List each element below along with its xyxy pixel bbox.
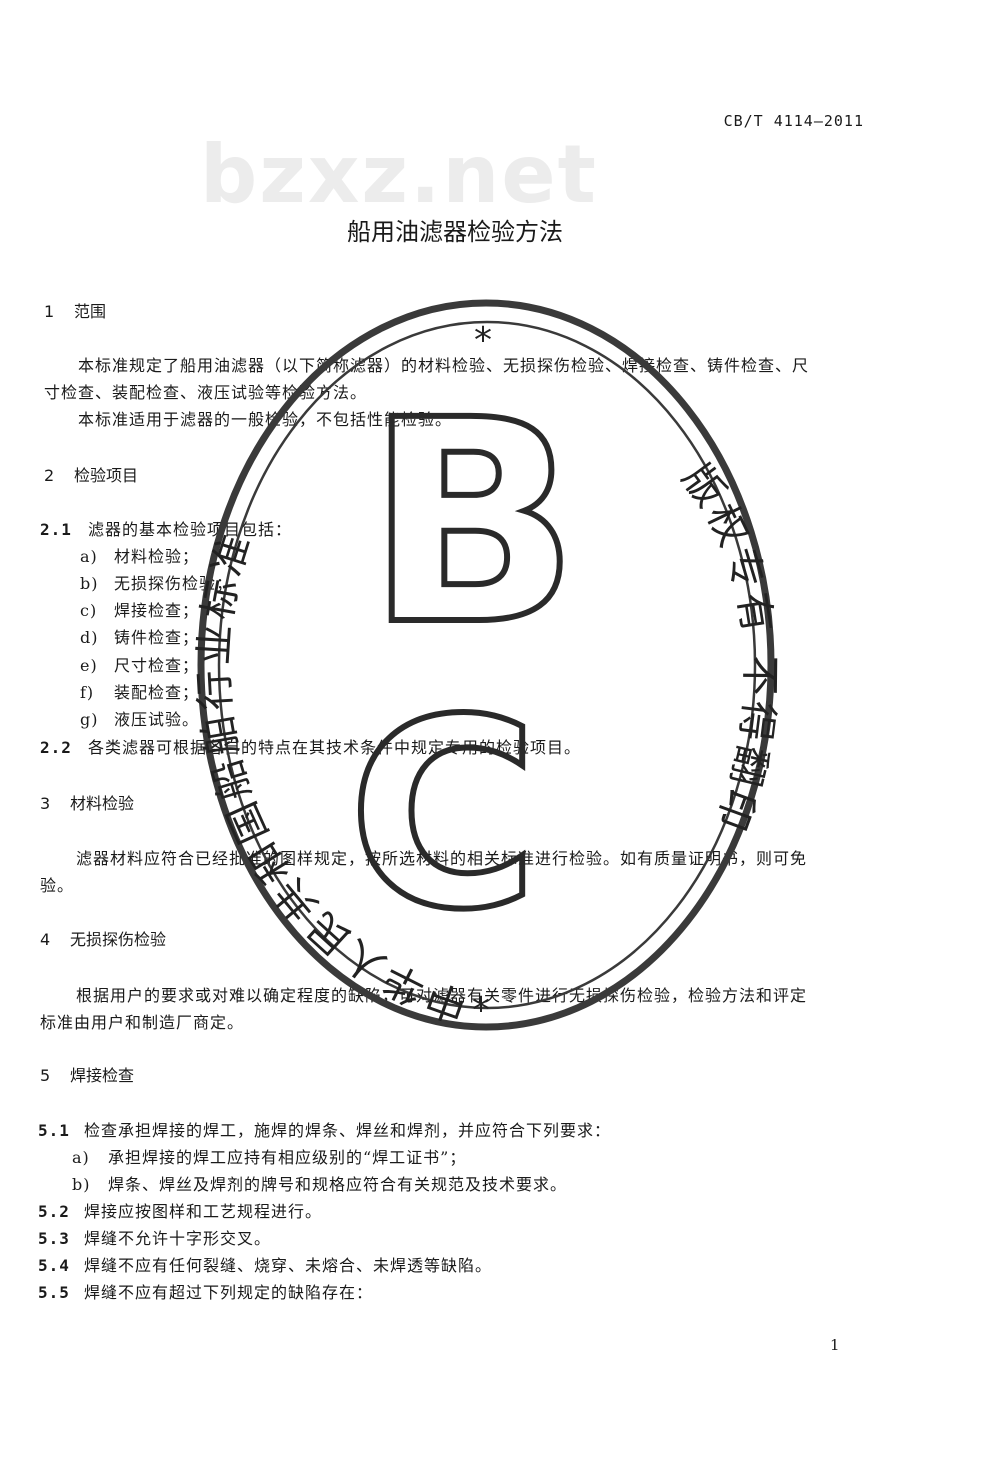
section-1-heading: 1 范围 [44,298,106,322]
standard-code: CB/T 4114—2011 [723,112,864,130]
clause-5-1-number: 5.1 [38,1121,70,1140]
section-5-title: 焊接检查 [70,1066,135,1085]
section-1-paragraph-1-line-2: 寸检查、装配检查、液压试验等检验方法。 [44,383,368,402]
list-item: f)装配检查； [80,683,200,702]
clause-5-1: 5.1 检查承担焊接的焊工，施焊的焊条、焊丝和焊剂，并应符合下列要求： [38,1117,611,1141]
clause-2-2-text: 各类滤器可根据各自的特点在其技术条件中规定专用的检验项目。 [88,738,582,757]
document-title: 船用油滤器检验方法 [347,218,563,246]
section-3-line-1: 滤器材料应符合已经批准的图样规定，按所选材料的相关标准进行检验。如有质量证明书，… [76,849,808,868]
list-item: b)焊条、焊丝及焊剂的牌号和规格应符合有关规范及技术要求。 [72,1175,568,1194]
section-1-title: 范围 [74,302,107,321]
section-1-paragraph-1-line-1: 本标准规定了船用油滤器（以下简称滤器）的材料检验、无损探伤检验、焊接检查、铸件检… [78,356,810,375]
list-item: g)液压试验。 [80,710,200,729]
section-3-line-2: 验。 [40,876,75,895]
section-4-title: 无损探伤检验 [70,930,167,949]
section-2-title: 检验项目 [74,466,139,485]
seal-right-arc-text: 版权专有 不得翻印 [673,456,783,840]
section-3-number: 3 [40,794,51,813]
page-number: 1 [830,1336,840,1354]
section-4-number: 4 [40,930,51,949]
list-item: b)无损探伤检验； [80,574,234,593]
clause-5-4-text: 焊缝不应有任何裂缝、烧穿、未熔合、未焊透等缺陷。 [84,1256,493,1275]
section-4-line-1: 根据用户的要求或对难以确定程度的缺陷，可对滤器有关零件进行无损探伤检验，检验方法… [76,986,808,1005]
clause-5-1-text: 检查承担焊接的焊工，施焊的焊条、焊丝和焊剂，并应符合下列要求： [84,1121,612,1140]
section-3-title: 材料检验 [70,794,135,813]
section-4-heading: 4 无损探伤检验 [40,926,166,950]
section-5-heading: 5 焊接检查 [40,1062,134,1086]
clause-5-3-number: 5.3 [38,1229,70,1248]
watermark-text: bzxz.net [200,128,598,221]
section-5-number: 5 [40,1066,51,1085]
section-2-number: 2 [44,466,55,485]
clause-2-1-text: 滤器的基本检验项目包括： [88,520,293,539]
seal-letter-c: C [348,665,539,967]
clause-5-4-number: 5.4 [38,1256,70,1275]
clause-2-1-number: 2.1 [40,520,72,539]
section-3-heading: 3 材料检验 [40,790,134,814]
section-4-line-2: 标准由用户和制造厂商定。 [40,1013,245,1032]
section-1-paragraph-2: 本标准适用于滤器的一般检验，不包括性能检验。 [78,410,453,429]
clause-2-2: 2.2 各类滤器可根据各自的特点在其技术条件中规定专用的检验项目。 [40,734,581,758]
section-2-heading: 2 检验项目 [44,462,138,486]
section-1-number: 1 [44,302,55,321]
clause-5-2-text: 焊接应按图样和工艺规程进行。 [84,1202,323,1221]
clause-2-1: 2.1 滤器的基本检验项目包括： [40,516,292,540]
list-item: a)承担焊接的焊工应持有相应级别的“焊工证书”； [72,1148,467,1167]
list-item: a)材料检验； [80,547,200,566]
list-item: c)焊接检查； [80,601,200,620]
clause-5-2-number: 5.2 [38,1202,70,1221]
clause-5-5-number: 5.5 [38,1283,70,1302]
clause-5-3-text: 焊缝不允许十字形交叉。 [84,1229,272,1248]
clause-2-2-number: 2.2 [40,738,72,757]
clause-5-5-text: 焊缝不应有超过下列规定的缺陷存在： [84,1283,374,1302]
seal-left-arc-text: 中华人民共和国船舶行业标准 [192,525,473,1029]
list-item: e)尺寸检查； [80,656,200,675]
clause-5-4: 5.4 焊缝不应有任何裂缝、烧穿、未熔合、未焊透等缺陷。 [38,1252,492,1276]
clause-5-2: 5.2 焊接应按图样和工艺规程进行。 [38,1198,322,1222]
list-item: d)铸件检查； [80,628,200,647]
clause-5-5: 5.5 焊缝不应有超过下列规定的缺陷存在： [38,1279,373,1303]
clause-5-3: 5.3 焊缝不允许十字形交叉。 [38,1225,271,1249]
